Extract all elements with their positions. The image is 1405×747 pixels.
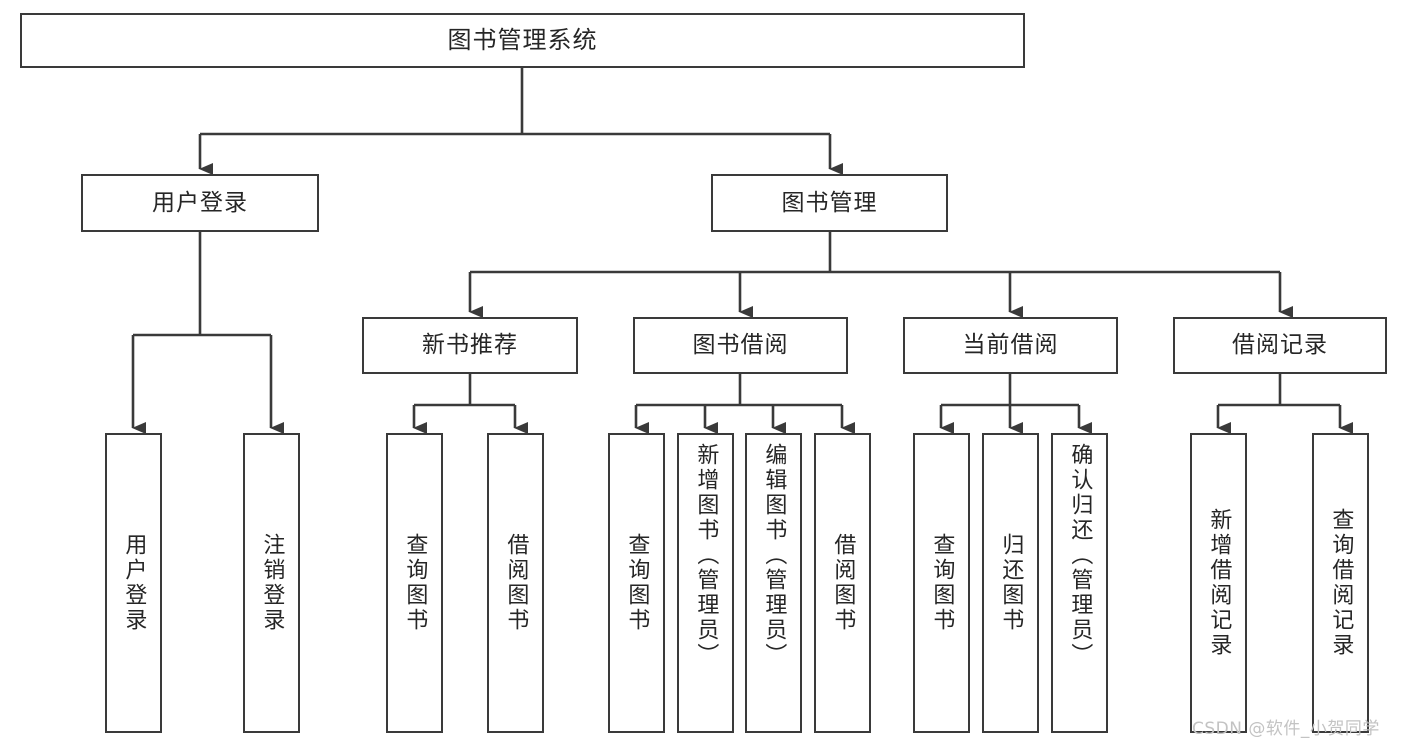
node-leaf-user-logout-label: 注销登录	[259, 533, 285, 633]
node-leaf-borrow-book-label: 借阅图书	[830, 533, 856, 633]
node-leaf-borrow-book[interactable]: 借阅图书	[814, 433, 871, 733]
node-book-manage-label: 图书管理	[781, 189, 878, 216]
node-leaf-user-login-label: 用户登录	[121, 533, 147, 633]
node-leaf-query-book-rec[interactable]: 查询图书	[386, 433, 443, 733]
node-leaf-return-book[interactable]: 归还图书	[982, 433, 1039, 733]
node-leaf-confirm-return[interactable]: 确认归还（管理员）	[1051, 433, 1108, 733]
node-leaf-borrow-book-rec[interactable]: 借阅图书	[487, 433, 544, 733]
node-current-borrow[interactable]: 当前借阅	[903, 317, 1118, 374]
node-user-login[interactable]: 用户登录	[81, 174, 319, 232]
node-leaf-add-book-label: 新增图书（管理员）	[693, 443, 719, 668]
node-root-label: 图书管理系统	[447, 25, 598, 54]
node-leaf-user-logout[interactable]: 注销登录	[243, 433, 300, 733]
node-leaf-query-book-borrow-label: 查询图书	[624, 533, 650, 633]
node-current-borrow-label: 当前借阅	[962, 332, 1059, 359]
node-leaf-query-record[interactable]: 查询借阅记录	[1312, 433, 1369, 733]
node-leaf-add-record[interactable]: 新增借阅记录	[1190, 433, 1247, 733]
node-book-borrow-label: 图书借阅	[692, 332, 789, 359]
node-book-manage[interactable]: 图书管理	[711, 174, 948, 232]
node-new-book-rec[interactable]: 新书推荐	[362, 317, 578, 374]
node-leaf-edit-book[interactable]: 编辑图书（管理员）	[745, 433, 802, 733]
node-leaf-query-book-cur-label: 查询图书	[929, 533, 955, 633]
node-borrow-record[interactable]: 借阅记录	[1173, 317, 1387, 374]
node-root[interactable]: 图书管理系统	[20, 13, 1025, 68]
node-leaf-borrow-book-rec-label: 借阅图书	[503, 533, 529, 633]
node-leaf-query-book-rec-label: 查询图书	[402, 533, 428, 633]
node-user-login-label: 用户登录	[152, 189, 248, 216]
node-leaf-user-login[interactable]: 用户登录	[105, 433, 162, 733]
csdn-watermark: CSDN @软件_小贺同学	[1192, 719, 1380, 739]
node-leaf-query-book-cur[interactable]: 查询图书	[913, 433, 970, 733]
node-leaf-add-record-label: 新增借阅记录	[1206, 508, 1232, 658]
node-leaf-query-record-label: 查询借阅记录	[1328, 508, 1354, 658]
node-book-borrow[interactable]: 图书借阅	[633, 317, 848, 374]
node-leaf-confirm-return-label: 确认归还（管理员）	[1067, 443, 1093, 668]
node-leaf-query-book-borrow[interactable]: 查询图书	[608, 433, 665, 733]
node-new-book-rec-label: 新书推荐	[422, 332, 518, 359]
node-leaf-return-book-label: 归还图书	[998, 533, 1024, 633]
node-leaf-edit-book-label: 编辑图书（管理员）	[761, 443, 787, 668]
node-borrow-record-label: 借阅记录	[1232, 332, 1328, 359]
node-leaf-add-book[interactable]: 新增图书（管理员）	[677, 433, 734, 733]
